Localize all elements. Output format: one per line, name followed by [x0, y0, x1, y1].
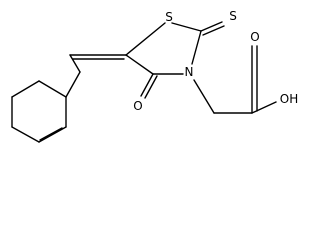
- bond: [125, 22, 166, 56]
- bond: [191, 30, 202, 65]
- bond: [11, 126, 40, 143]
- bond: [38, 80, 67, 98]
- molecule-structure: S S N O O OH: [11, 9, 298, 143]
- thione-double-bond: [202, 25, 225, 36]
- hydroxyl-label: OH: [280, 92, 298, 106]
- bond: [251, 101, 277, 114]
- acid-oxygen-label: O: [250, 30, 259, 44]
- thiazolidine-ring: [125, 22, 202, 75]
- ring-nitrogen-label: N: [185, 65, 194, 79]
- carbonyl-oxygen-label: O: [133, 99, 142, 113]
- ring-sulfur-label: S: [165, 10, 173, 24]
- bond: [171, 22, 202, 32]
- bond: [65, 71, 81, 98]
- thione-sulfur-label: S: [229, 9, 237, 23]
- cyclohexene-ring: [11, 80, 67, 143]
- ring-double-bond: [39, 127, 63, 141]
- bond: [38, 126, 67, 143]
- bond: [193, 79, 215, 114]
- bond: [69, 54, 81, 73]
- carbonyl-double-bond: [144, 75, 158, 99]
- bond: [11, 80, 40, 98]
- bond: [125, 54, 154, 75]
- thione-double-bond: [200, 21, 223, 32]
- carbonyl-double-bond: [140, 73, 154, 97]
